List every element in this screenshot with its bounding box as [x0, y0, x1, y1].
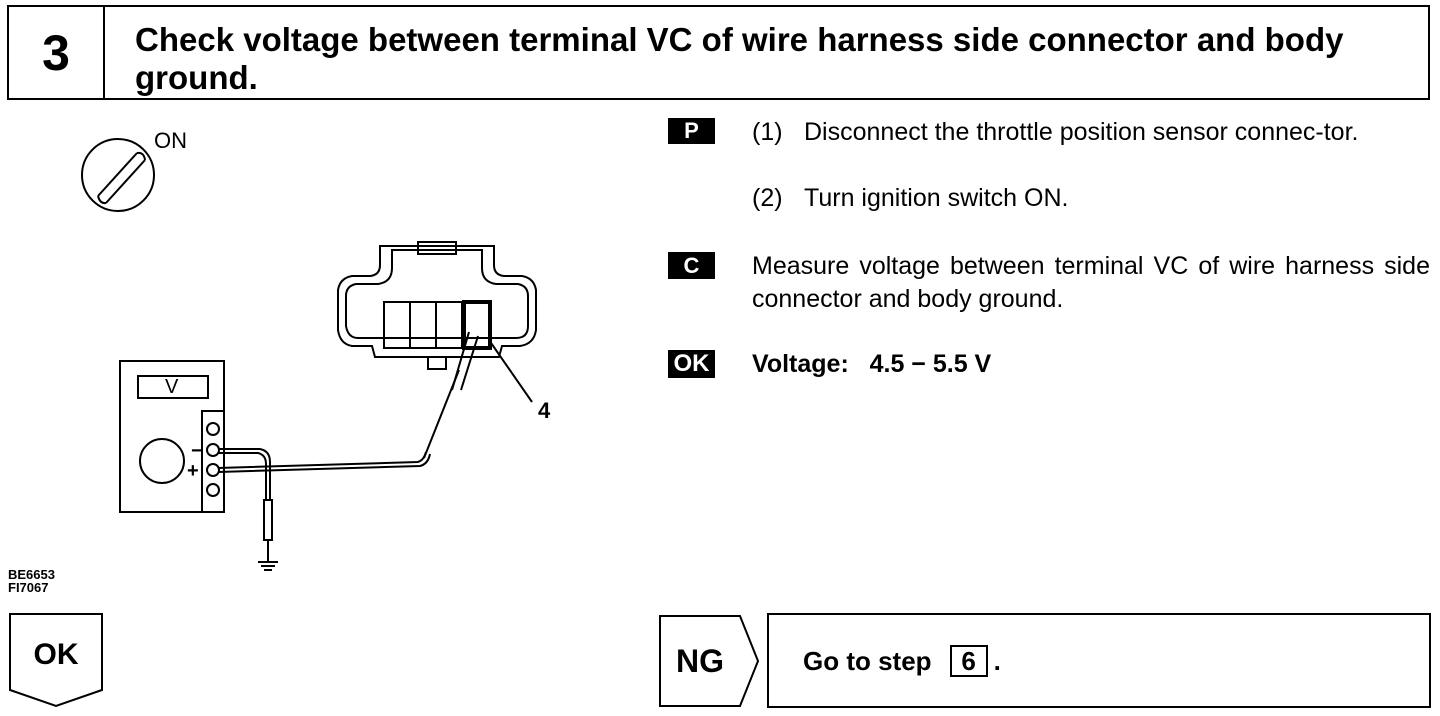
ng-button[interactable]: NG: [658, 614, 760, 710]
ok-button-label: OK: [34, 638, 79, 671]
prep-step-num: (2): [752, 184, 783, 212]
spec-value: 4.5 − 5.5 V: [869, 350, 992, 378]
switch-on-label: ON: [154, 128, 187, 153]
prep-tag: P: [668, 118, 715, 144]
prep-step-num: (1): [752, 118, 783, 146]
step-title: Check voltage between terminal VC of wir…: [135, 21, 1344, 96]
prep-step-text: Disconnect the throttle position sensor …: [804, 118, 1359, 146]
step-number: 3: [9, 7, 105, 98]
figure-code: FI7067: [8, 580, 49, 595]
voltage-spec: Voltage: 4.5 − 5.5 V: [752, 348, 991, 381]
meter-plus-label: +: [187, 460, 199, 482]
ignition-switch-icon: [81, 138, 155, 212]
probe-line: [423, 331, 479, 459]
step-header: 3 Check voltage between terminal VC of w…: [7, 5, 1430, 100]
ok-button[interactable]: OK: [8, 612, 104, 708]
step-link[interactable]: 6: [949, 645, 988, 677]
ng-button-label: NG: [676, 643, 724, 679]
ok-tag: OK: [668, 350, 715, 378]
terminal-4-label: 4: [538, 398, 551, 423]
result-suffix: .: [993, 646, 1001, 676]
multimeter-icon: [119, 360, 225, 513]
figure-codes: BE6653 FI7067: [8, 568, 55, 594]
ng-result-box: Go to step 6 .: [767, 613, 1431, 708]
check-tag: C: [668, 252, 715, 279]
figure-code: BE6653: [8, 567, 55, 582]
ng-result: Go to step 6 .: [803, 645, 1001, 677]
spec-label: Voltage:: [752, 350, 849, 378]
meter-minus-label: −: [191, 440, 203, 462]
connector-icon: [337, 241, 537, 370]
result-text: Go to step: [803, 646, 932, 676]
wiring-diagram: ON 4 V − +: [81, 128, 551, 571]
check-text: Measure voltage between terminal VC of w…: [752, 252, 1430, 313]
prep-step-text: Turn ignition switch ON.: [804, 184, 1069, 212]
meter-v-label: V: [165, 376, 179, 398]
test-leads: [217, 448, 431, 571]
